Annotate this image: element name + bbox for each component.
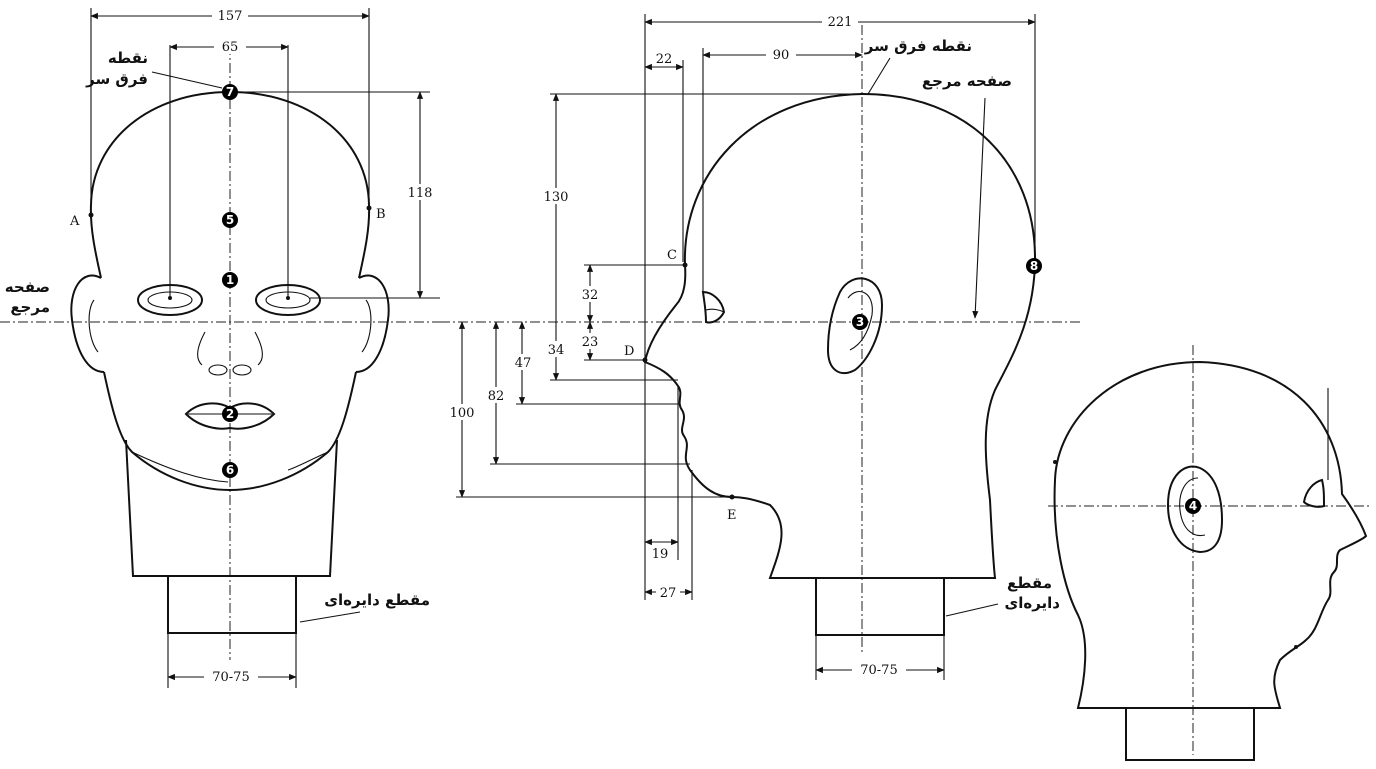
dim-side-90: 90 (773, 48, 790, 63)
side-eye (701, 290, 726, 324)
svg-text:7: 7 (226, 85, 234, 99)
svg-text:8: 8 (1030, 259, 1038, 273)
dim-side-32: 32 (582, 288, 599, 303)
marker-4: 4 (1185, 498, 1201, 514)
front-mouth (184, 402, 276, 430)
marker-2: 2 (222, 406, 238, 422)
side-top-label: نقطه فرق سر (864, 37, 972, 55)
point-d: D (624, 344, 634, 359)
marker-8: 8 (1026, 258, 1042, 274)
dim-side-34: 34 (548, 343, 565, 358)
mirrored-circular-section (1125, 707, 1255, 761)
mirrored-eye (1302, 478, 1326, 508)
svg-text:6: 6 (226, 463, 234, 477)
svg-text:1: 1 (226, 273, 234, 287)
front-neck (125, 439, 338, 577)
dim-side-22: 22 (656, 52, 673, 67)
svg-text:4: 4 (1189, 499, 1197, 513)
dim-side-100: 100 (450, 406, 475, 421)
front-top-label-1: نقطه (108, 49, 148, 67)
side-reference-label: صفحه مرجع (922, 72, 1012, 90)
svg-text:3: 3 (856, 315, 864, 329)
marker-1: 1 (222, 272, 238, 288)
front-view: 157 65 118 70-75 نقطه فرق سر صفحه مرجع م… (0, 7, 440, 688)
front-face-outline (103, 371, 357, 492)
front-right-ear (355, 274, 390, 373)
dim-eye-spacing: 65 (222, 40, 239, 55)
dim-side-23: 23 (582, 335, 599, 350)
point-b: B (376, 207, 386, 222)
dim-side-130: 130 (544, 190, 569, 205)
dim-side-27: 27 (660, 586, 677, 601)
side-view: 221 22 90 130 32 23 34 47 (440, 13, 1080, 680)
front-reference-label-1: صفحه (5, 278, 50, 296)
front-circular-section (167, 575, 297, 634)
mirrored-head-outline (1053, 360, 1368, 709)
point-c: C (667, 248, 677, 263)
mirrored-side-view: 4 (1048, 345, 1372, 761)
side-circular-label-1: مقطع (1007, 574, 1052, 592)
svg-text:2: 2 (226, 407, 234, 421)
dim-front-width: 157 (218, 9, 243, 24)
front-top-label-2: فرق سر (85, 70, 148, 88)
dim-side-82: 82 (488, 389, 505, 404)
marker-7: 7 (222, 84, 238, 100)
dim-side-19: 19 (652, 547, 669, 562)
svg-text:5: 5 (226, 213, 234, 227)
point-a: A (69, 214, 80, 229)
mirrored-ear (1166, 465, 1224, 554)
dim-front-height: 118 (408, 186, 433, 201)
dim-front-neck: 70-75 (212, 670, 249, 685)
dim-side-47: 47 (515, 356, 532, 371)
marker-6: 6 (222, 462, 238, 478)
dim-side-neck: 70-75 (860, 663, 897, 678)
marker-5: 5 (222, 212, 238, 228)
side-ear (826, 277, 884, 375)
front-left-ear (70, 274, 105, 373)
point-e: E (727, 508, 737, 523)
marker-3: 3 (852, 314, 868, 330)
front-circular-label: مقطع دایره‌ای (324, 591, 430, 609)
front-reference-label-2: مرجع (10, 298, 50, 316)
side-circular-label-2: دایره‌ای (1004, 594, 1060, 612)
side-circular-section (815, 577, 945, 636)
dim-side-depth: 221 (828, 15, 853, 30)
front-nose (197, 331, 263, 366)
